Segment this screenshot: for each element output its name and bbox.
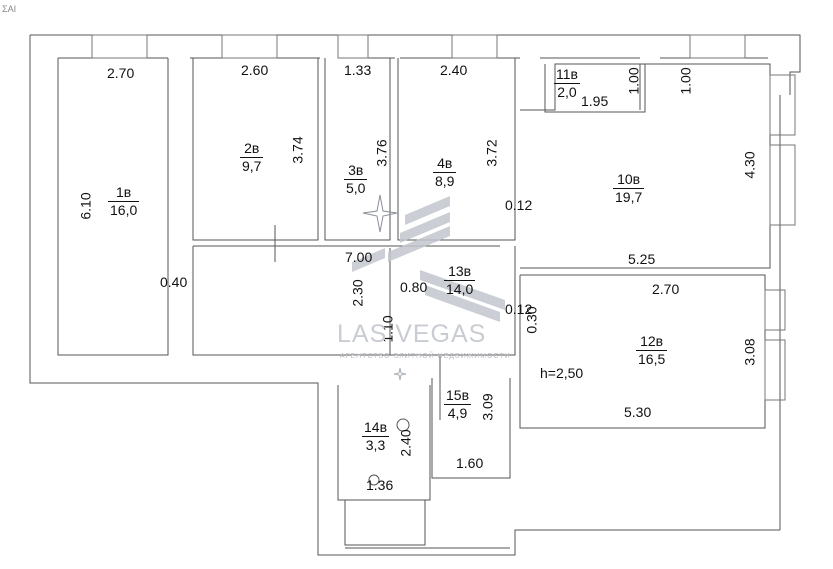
window-marker bbox=[764, 339, 786, 401]
dim-r12-top: 2.70 bbox=[652, 281, 680, 297]
dim-r15-width: 1.60 bbox=[456, 455, 484, 471]
bottom-wall bbox=[318, 547, 515, 556]
window-marker bbox=[221, 34, 278, 59]
dim-r10-length: 4.30 bbox=[741, 151, 758, 179]
room-4-walls bbox=[397, 58, 516, 241]
dim-r13-a: 2.30 bbox=[349, 279, 366, 307]
room-14-walls bbox=[337, 385, 431, 546]
outer-wall bbox=[29, 34, 801, 556]
dim-r12-bottom: 5.30 bbox=[624, 404, 652, 420]
dim-wall-030: 0.30 bbox=[523, 306, 540, 334]
dim-r3-length: 3.76 bbox=[373, 139, 390, 167]
dim-r2-length: 3.74 bbox=[289, 136, 306, 164]
window-marker bbox=[91, 34, 148, 59]
window-marker bbox=[764, 289, 786, 331]
window-marker bbox=[337, 34, 369, 59]
watermark-logo bbox=[352, 196, 505, 322]
window-marker bbox=[689, 34, 746, 59]
window-marker bbox=[451, 34, 498, 59]
dim-r15-length: 3.09 bbox=[479, 393, 496, 421]
dim-r11-width: 1.95 bbox=[581, 93, 609, 109]
compass-star-icon bbox=[362, 194, 398, 233]
dim-r12-length: 3.08 bbox=[741, 338, 758, 366]
dim-wall-012-a: 0.12 bbox=[505, 197, 533, 213]
dim-r2-width: 2.60 bbox=[241, 62, 269, 78]
left-wall bbox=[29, 35, 169, 383]
window-marker bbox=[769, 144, 796, 226]
window-marker bbox=[769, 74, 796, 136]
dim-corridor-len: 7.00 bbox=[345, 249, 373, 265]
room-11-walls bbox=[544, 64, 646, 113]
header-mark: ΣΑΙ bbox=[2, 4, 17, 14]
watermark-tagline: АГЕНТСТВО ЭЛИТНОЙ НЕДВИЖИМОСТИ bbox=[340, 353, 511, 360]
ceiling-height: h=2,50 bbox=[540, 365, 584, 381]
dim-r10-wall: 1.00 bbox=[677, 67, 694, 95]
dim-r3-width: 1.33 bbox=[344, 62, 372, 78]
dim-r14-width: 1.36 bbox=[366, 477, 394, 493]
corridor-walls bbox=[192, 245, 516, 356]
room-13-walls bbox=[389, 248, 441, 420]
dim-r1-length: 6.10 bbox=[77, 192, 94, 220]
room-12-walls bbox=[519, 274, 766, 429]
fixture-circle bbox=[368, 474, 380, 486]
room-2-walls bbox=[192, 58, 319, 241]
dim-r4-width: 2.40 bbox=[440, 62, 468, 78]
dim-corridor-wall: 0.40 bbox=[160, 274, 188, 290]
fixture-circle bbox=[396, 418, 410, 432]
room-3-walls bbox=[324, 58, 391, 241]
dim-r4-length: 3.72 bbox=[483, 139, 500, 167]
dim-r14-length: 2.40 bbox=[397, 429, 414, 457]
small-star-icon bbox=[393, 367, 407, 381]
watermark-name: LAS VEGAS bbox=[337, 320, 487, 348]
dim-wall-012-b: 0.12 bbox=[505, 301, 533, 317]
dim-r1-width: 2.70 bbox=[107, 65, 135, 81]
dim-r11-length: 1.00 bbox=[625, 67, 642, 95]
room-15-walls bbox=[431, 378, 511, 479]
dim-r10-width: 5.25 bbox=[628, 251, 656, 267]
dim-r13-b: 0.80 bbox=[400, 279, 428, 295]
